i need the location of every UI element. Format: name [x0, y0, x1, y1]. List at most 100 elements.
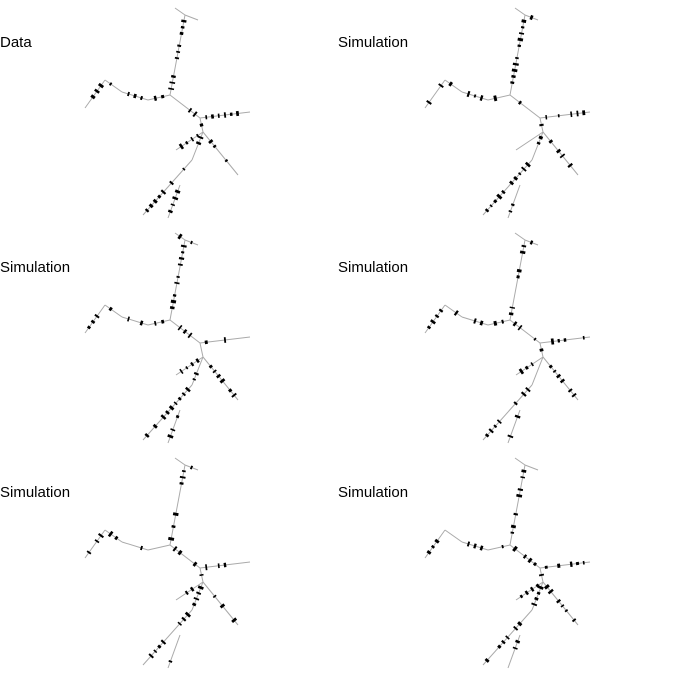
event-mark — [518, 368, 525, 375]
event-mark — [511, 68, 518, 73]
event-mark — [517, 37, 524, 42]
event-mark — [473, 94, 477, 98]
tree-branch — [514, 7, 526, 16]
event-mark — [180, 250, 185, 254]
event-mark — [524, 590, 529, 596]
event-mark — [430, 319, 436, 325]
event-mark — [160, 639, 167, 645]
event-mark — [189, 586, 195, 592]
event-mark — [515, 639, 521, 644]
event-mark — [144, 208, 150, 213]
event-mark — [529, 586, 535, 592]
tree-branch — [199, 342, 204, 358]
event-mark — [518, 32, 525, 35]
event-mark — [190, 361, 195, 367]
tree-branch — [507, 634, 521, 669]
event-mark — [567, 162, 573, 168]
event-mark — [527, 557, 533, 564]
event-mark — [518, 172, 522, 176]
event-mark — [94, 539, 100, 544]
event-mark — [180, 25, 185, 29]
event-mark — [169, 81, 176, 85]
event-mark — [582, 560, 585, 565]
event-mark — [152, 423, 158, 429]
event-mark — [185, 366, 189, 370]
event-mark — [187, 332, 193, 339]
event-mark — [513, 175, 519, 181]
event-mark — [466, 90, 471, 98]
event-mark — [510, 524, 517, 529]
event-mark — [187, 107, 193, 113]
event-mark — [192, 378, 196, 381]
event-mark — [191, 602, 197, 607]
event-mark — [189, 465, 194, 470]
event-mark — [524, 365, 529, 370]
panel-label: Simulation — [338, 259, 409, 276]
tree-branch — [202, 356, 239, 401]
event-mark — [520, 391, 527, 397]
tree-branch — [167, 634, 181, 669]
event-mark — [178, 256, 185, 260]
event-mark — [517, 488, 524, 492]
event-mark — [488, 428, 494, 434]
event-mark — [169, 306, 175, 310]
event-mark — [165, 410, 170, 415]
event-mark — [507, 434, 514, 439]
event-mark — [208, 364, 213, 369]
event-mark — [430, 544, 436, 549]
event-mark — [212, 594, 217, 599]
event-mark — [177, 263, 183, 266]
event-mark — [177, 621, 183, 626]
event-mark — [181, 616, 187, 622]
tree-branch — [524, 464, 539, 471]
event-mark — [175, 414, 180, 419]
panel-label: Simulation — [338, 484, 409, 501]
tree-branch — [147, 544, 171, 551]
event-mark — [167, 209, 173, 214]
event-mark — [513, 512, 519, 516]
event-mark — [525, 386, 531, 393]
event-mark — [532, 562, 538, 567]
event-mark — [501, 639, 506, 645]
event-mark — [434, 314, 440, 319]
tree-branch — [509, 464, 526, 546]
panel-simulation-1: Simulation — [338, 0, 676, 225]
tree-branch — [84, 79, 106, 109]
event-mark — [484, 433, 490, 438]
event-mark — [219, 378, 226, 384]
event-mark — [556, 373, 562, 379]
tree-branch — [542, 356, 579, 401]
event-mark — [198, 135, 204, 140]
event-mark — [510, 81, 515, 85]
event-mark — [190, 240, 193, 245]
tree-branch — [509, 94, 541, 119]
tree-branch — [84, 529, 106, 559]
event-mark — [479, 545, 484, 551]
tree-branch — [167, 409, 181, 444]
event-mark — [148, 203, 154, 209]
event-mark — [453, 310, 459, 316]
event-mark — [212, 144, 217, 149]
tree-diagram — [84, 457, 251, 669]
event-mark — [533, 337, 537, 341]
event-mark — [174, 56, 180, 60]
tree-branch — [539, 111, 591, 119]
event-mark — [160, 189, 167, 195]
event-mark — [94, 313, 100, 319]
event-mark — [170, 74, 176, 79]
event-mark — [139, 95, 144, 101]
event-mark — [522, 554, 528, 559]
tree-branch — [514, 457, 526, 466]
event-mark — [184, 590, 189, 596]
event-mark — [223, 337, 227, 343]
event-mark — [179, 31, 184, 36]
tree-branch — [174, 457, 186, 466]
event-mark — [512, 62, 519, 66]
event-mark — [513, 401, 518, 406]
panel-simulation-2: Simulation — [0, 225, 338, 450]
event-mark — [177, 233, 183, 240]
event-mark — [555, 148, 562, 154]
tree-branch — [175, 581, 204, 601]
event-mark — [94, 88, 100, 94]
event-mark — [493, 95, 498, 102]
